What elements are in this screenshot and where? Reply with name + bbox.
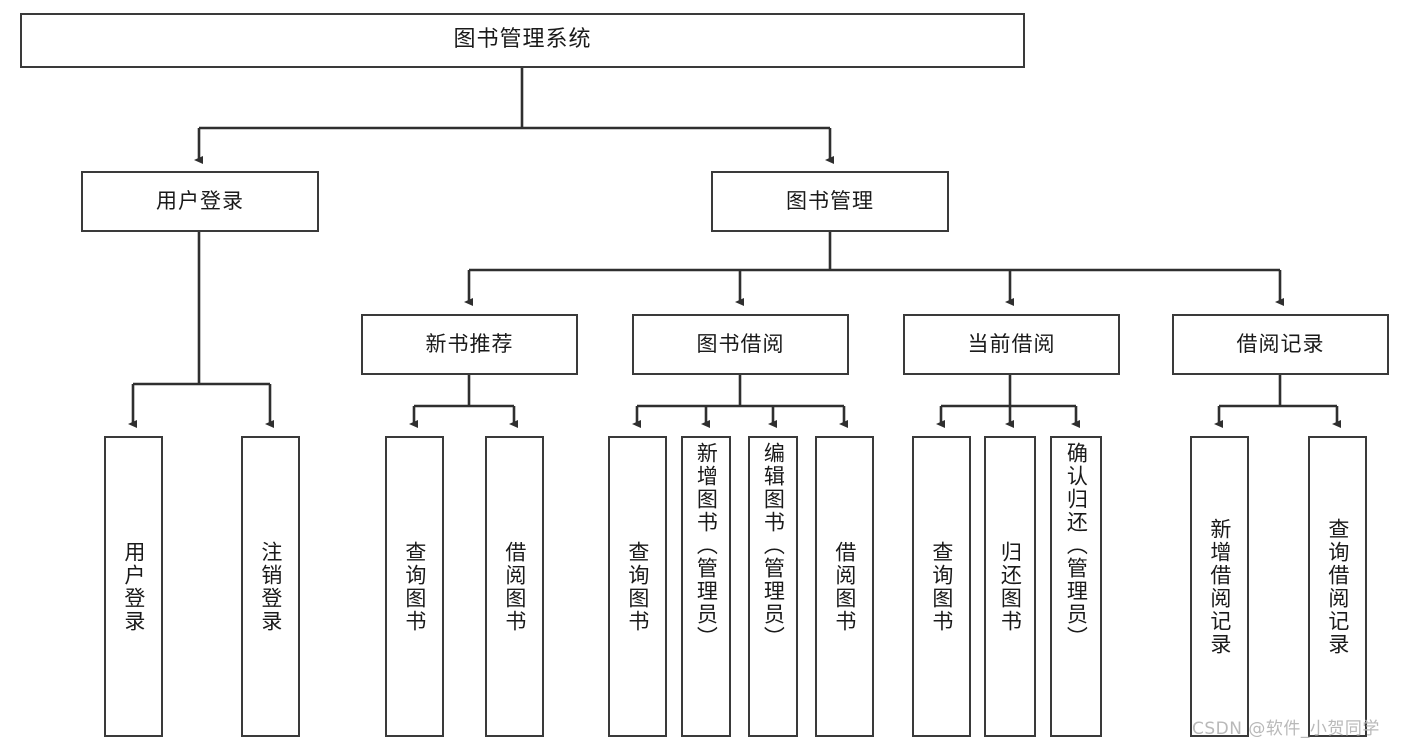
node-new-book-recommend[interactable]: 新书推荐	[361, 314, 578, 375]
node-label: 编辑图书（管理员）	[761, 442, 786, 649]
node-user-login[interactable]: 用户登录	[81, 171, 319, 232]
node-label: 新增借阅记录	[1207, 517, 1232, 656]
node-label: 当前借阅	[967, 331, 1056, 356]
leaf-borrow-book[interactable]: 借阅图书	[815, 436, 874, 737]
node-label: 确认归还（管理员）	[1064, 442, 1089, 649]
node-label: 借阅图书	[832, 540, 857, 633]
leaf-query-book-borrow[interactable]: 查询图书	[608, 436, 667, 737]
leaf-user-login[interactable]: 用户登录	[104, 436, 163, 737]
node-label: 注销登录	[258, 540, 283, 633]
node-borrow-record[interactable]: 借阅记录	[1172, 314, 1389, 375]
node-label: 查询借阅记录	[1325, 517, 1350, 656]
node-book-management[interactable]: 图书管理	[711, 171, 949, 232]
node-label: 查询图书	[625, 540, 650, 633]
node-label: 新书推荐	[425, 331, 514, 356]
leaf-edit-book-admin[interactable]: 编辑图书（管理员）	[748, 436, 798, 737]
csdn-watermark: CSDN @软件_小贺同学	[1192, 719, 1380, 739]
node-label: 归还图书	[998, 540, 1023, 633]
node-label: 图书管理系统	[453, 27, 592, 53]
leaf-query-borrow-record[interactable]: 查询借阅记录	[1308, 436, 1367, 737]
node-book-borrow[interactable]: 图书借阅	[632, 314, 849, 375]
leaf-add-borrow-record[interactable]: 新增借阅记录	[1190, 436, 1249, 737]
leaf-logout[interactable]: 注销登录	[241, 436, 300, 737]
node-label: 用户登录	[121, 540, 146, 633]
node-label: 新增图书（管理员）	[694, 442, 719, 649]
leaf-query-book-current[interactable]: 查询图书	[912, 436, 971, 737]
leaf-borrow-book-recommend[interactable]: 借阅图书	[485, 436, 544, 737]
node-label: 图书借阅	[696, 331, 785, 356]
node-label: 借阅图书	[502, 540, 527, 633]
node-label: 图书管理	[786, 188, 874, 213]
leaf-query-book-recommend[interactable]: 查询图书	[385, 436, 444, 737]
leaf-confirm-return-admin[interactable]: 确认归还（管理员）	[1050, 436, 1102, 737]
node-label: 借阅记录	[1236, 331, 1325, 356]
node-label: 用户登录	[156, 188, 244, 213]
node-label: 查询图书	[402, 540, 427, 633]
leaf-return-book[interactable]: 归还图书	[984, 436, 1036, 737]
node-root-system[interactable]: 图书管理系统	[20, 13, 1025, 68]
node-label: 查询图书	[929, 540, 954, 633]
leaf-add-book-admin[interactable]: 新增图书（管理员）	[681, 436, 731, 737]
node-current-borrow[interactable]: 当前借阅	[903, 314, 1120, 375]
